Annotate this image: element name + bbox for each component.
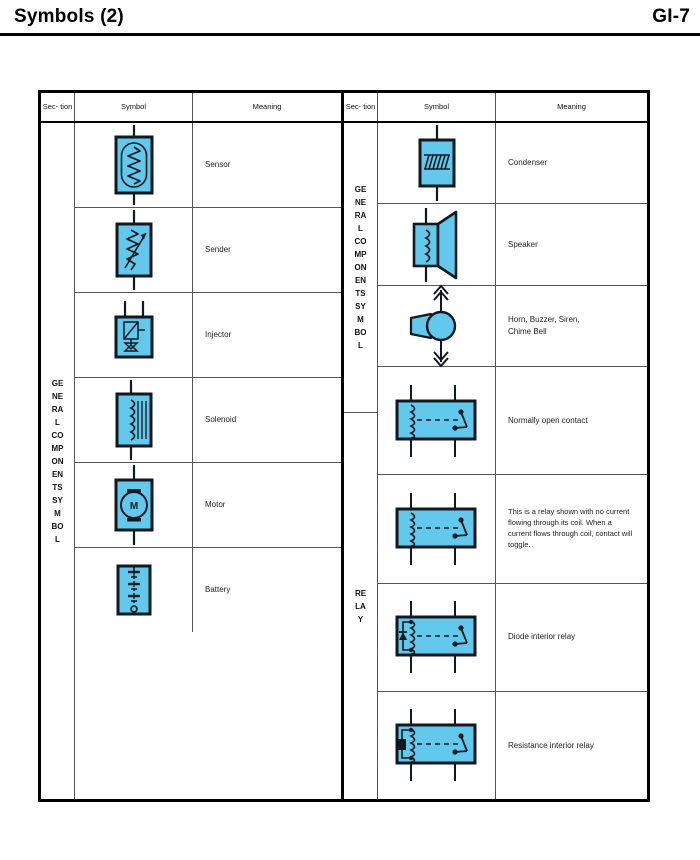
table-row: Solenoid	[75, 378, 341, 463]
section-block-relay: RELAY	[344, 413, 377, 799]
meaning-cell: Sender	[205, 245, 231, 255]
table-row: Horn, Buzzer, Siren, Chime Bell	[378, 284, 647, 368]
symbol-cell	[378, 583, 496, 691]
section-column-left: GENERAL COMPONENTS SYMBOL	[41, 123, 75, 799]
rows-left: Sensor Sender	[75, 123, 341, 799]
table-header-right: Sec- tion Symbol Meaning	[344, 93, 647, 123]
column-header-symbol: Symbol	[75, 93, 193, 121]
battery-symbol	[116, 564, 151, 616]
symbols-table: Sec- tion Symbol Meaning GENERAL COMPONE…	[38, 90, 650, 802]
page-number: GI-7	[652, 5, 690, 27]
table-row: Sender	[75, 208, 341, 293]
symbol-cell	[378, 691, 496, 800]
symbol-cell	[75, 293, 193, 377]
meaning-cell: Speaker	[508, 239, 538, 249]
table-row: M Motor	[75, 463, 341, 548]
meaning-cell: Diode interior relay	[508, 632, 576, 642]
relay-no-current-symbol	[395, 493, 476, 566]
symbol-cell	[75, 123, 193, 207]
symbol-cell	[378, 475, 496, 583]
symbol-cell	[75, 208, 193, 292]
table-row: Injector	[75, 293, 341, 378]
table-row: Normally open contact	[378, 367, 647, 476]
svg-text:M: M	[129, 501, 137, 512]
page-header: Symbols (2) GI-7	[0, 0, 700, 36]
table-row: Battery	[75, 548, 341, 632]
section-label: GENERAL COMPONENTS SYMBOL	[51, 378, 65, 544]
symbol-cell	[378, 284, 496, 368]
condenser-symbol	[418, 125, 455, 202]
sheet-body: Sec- tion Symbol Meaning GENERAL COMPONE…	[0, 36, 700, 860]
table-half-left: Sec- tion Symbol Meaning GENERAL COMPONE…	[41, 93, 344, 799]
column-header-symbol: Symbol	[378, 93, 496, 121]
table-header-left: Sec- tion Symbol Meaning	[41, 93, 341, 123]
meaning-cell: Normally open contact	[508, 416, 588, 426]
rows-right: Condenser Speaker	[378, 123, 647, 800]
symbol-cell: M	[75, 463, 193, 547]
meaning-cell: Solenoid	[205, 415, 237, 425]
relay-normally-open-symbol	[395, 384, 476, 457]
column-header-section: Sec- tion	[41, 93, 75, 121]
symbol-cell	[378, 204, 496, 285]
symbol-cell	[75, 378, 193, 462]
page-title: Symbols (2)	[14, 5, 124, 27]
meaning-cell: Condenser	[508, 158, 548, 168]
meaning-cell: Resistance interior relay	[508, 740, 594, 750]
symbol-cell	[378, 123, 496, 204]
meaning-cell: This is a relay shown with no current fl…	[508, 507, 633, 549]
table-row: Condenser	[378, 123, 647, 205]
meaning-cell: Motor	[205, 500, 226, 510]
section-column-right: GENERAL COMPONENTS SYMBOL RELAY	[344, 123, 378, 799]
column-header-section: Sec- tion	[344, 93, 378, 121]
meaning-cell: Battery	[205, 585, 231, 595]
table-body-left: GENERAL COMPONENTS SYMBOL Sensor	[41, 123, 341, 799]
table-row: Sensor	[75, 123, 341, 208]
meaning-cell: Horn, Buzzer, Siren, Chime Bell	[508, 315, 580, 337]
section-block-general-components-symbol: GENERAL COMPONENTS SYMBOL	[41, 123, 74, 799]
section-label: GENERAL COMPONENTS SYMBOL	[354, 185, 368, 351]
symbol-cell	[378, 367, 496, 475]
table-body-right: GENERAL COMPONENTS SYMBOL RELAY	[344, 123, 647, 800]
sensor-symbol	[114, 125, 153, 205]
meaning-cell: Injector	[205, 330, 232, 340]
symbol-cell	[75, 548, 193, 632]
sender-symbol	[115, 210, 152, 290]
relay-resistance-symbol	[395, 709, 476, 782]
meaning-cell: Sensor	[205, 160, 231, 170]
table-row: Diode interior relay	[378, 583, 647, 692]
column-header-meaning: Meaning	[557, 102, 586, 112]
relay-diode-symbol	[395, 601, 476, 674]
speaker-symbol	[412, 207, 457, 282]
table-half-right: Sec- tion Symbol Meaning GENERAL COMPONE…	[344, 93, 647, 800]
table-row: This is a relay shown with no current fl…	[378, 475, 647, 584]
table-row: Resistance interior relay	[378, 691, 647, 800]
section-label: RELAY	[354, 588, 367, 624]
horn-symbol	[409, 284, 456, 368]
table-row: Speaker	[378, 204, 647, 286]
motor-symbol: M	[114, 465, 153, 545]
solenoid-symbol	[115, 380, 152, 460]
section-block-general-components-symbol: GENERAL COMPONENTS SYMBOL	[344, 123, 377, 414]
column-header-meaning: Meaning	[252, 102, 282, 112]
injector-symbol	[114, 301, 153, 359]
